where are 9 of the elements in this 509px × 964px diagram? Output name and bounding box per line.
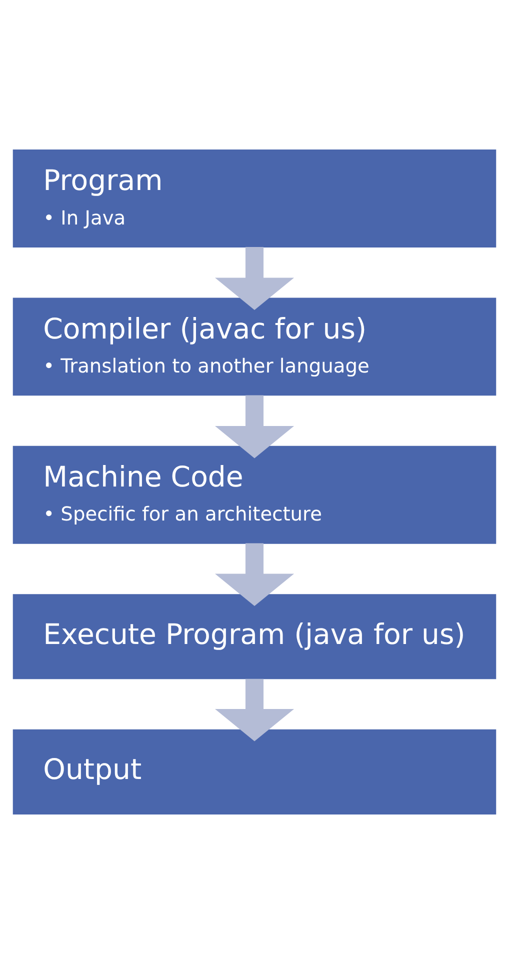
node-box: Program • In Java — [12, 150, 496, 248]
arrow — [215, 678, 294, 742]
arrow — [215, 543, 294, 606]
node-box: Execute Program (java for us) — [12, 594, 496, 680]
node-box: Output — [12, 729, 496, 814]
node-box: Machine Code • Specific for an architecture — [12, 446, 496, 544]
node-box: Compiler (javac for us) • Translation to another language — [12, 298, 496, 396]
arrow — [215, 247, 294, 310]
arrow — [215, 395, 294, 458]
